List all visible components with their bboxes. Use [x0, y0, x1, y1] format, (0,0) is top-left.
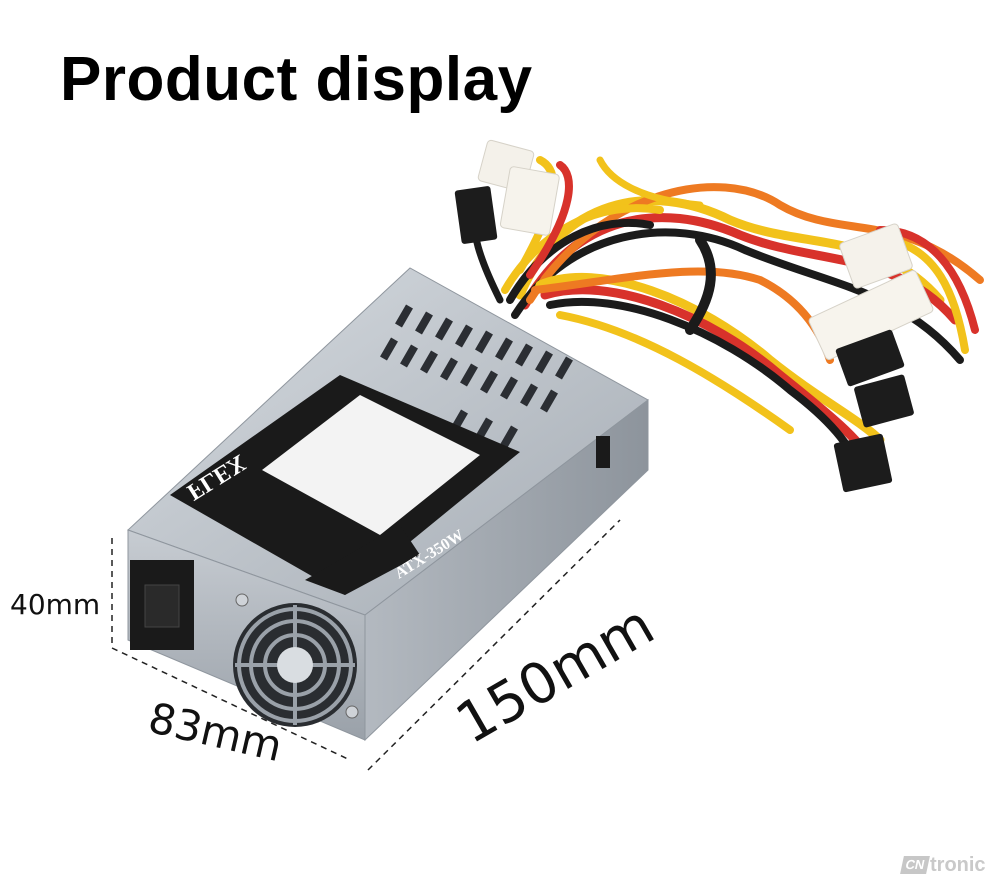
- psu-case: [127, 267, 649, 742]
- watermark-badge: CN: [900, 856, 930, 874]
- wire-harness: [470, 156, 984, 474]
- watermark-logo: CN tronic: [900, 852, 994, 882]
- dimension-height: 40mm: [10, 588, 101, 621]
- watermark-word: tronic: [930, 854, 986, 876]
- dimension-lines: [111, 519, 621, 771]
- page-title: Product display: [60, 45, 533, 114]
- connectors: [454, 139, 934, 493]
